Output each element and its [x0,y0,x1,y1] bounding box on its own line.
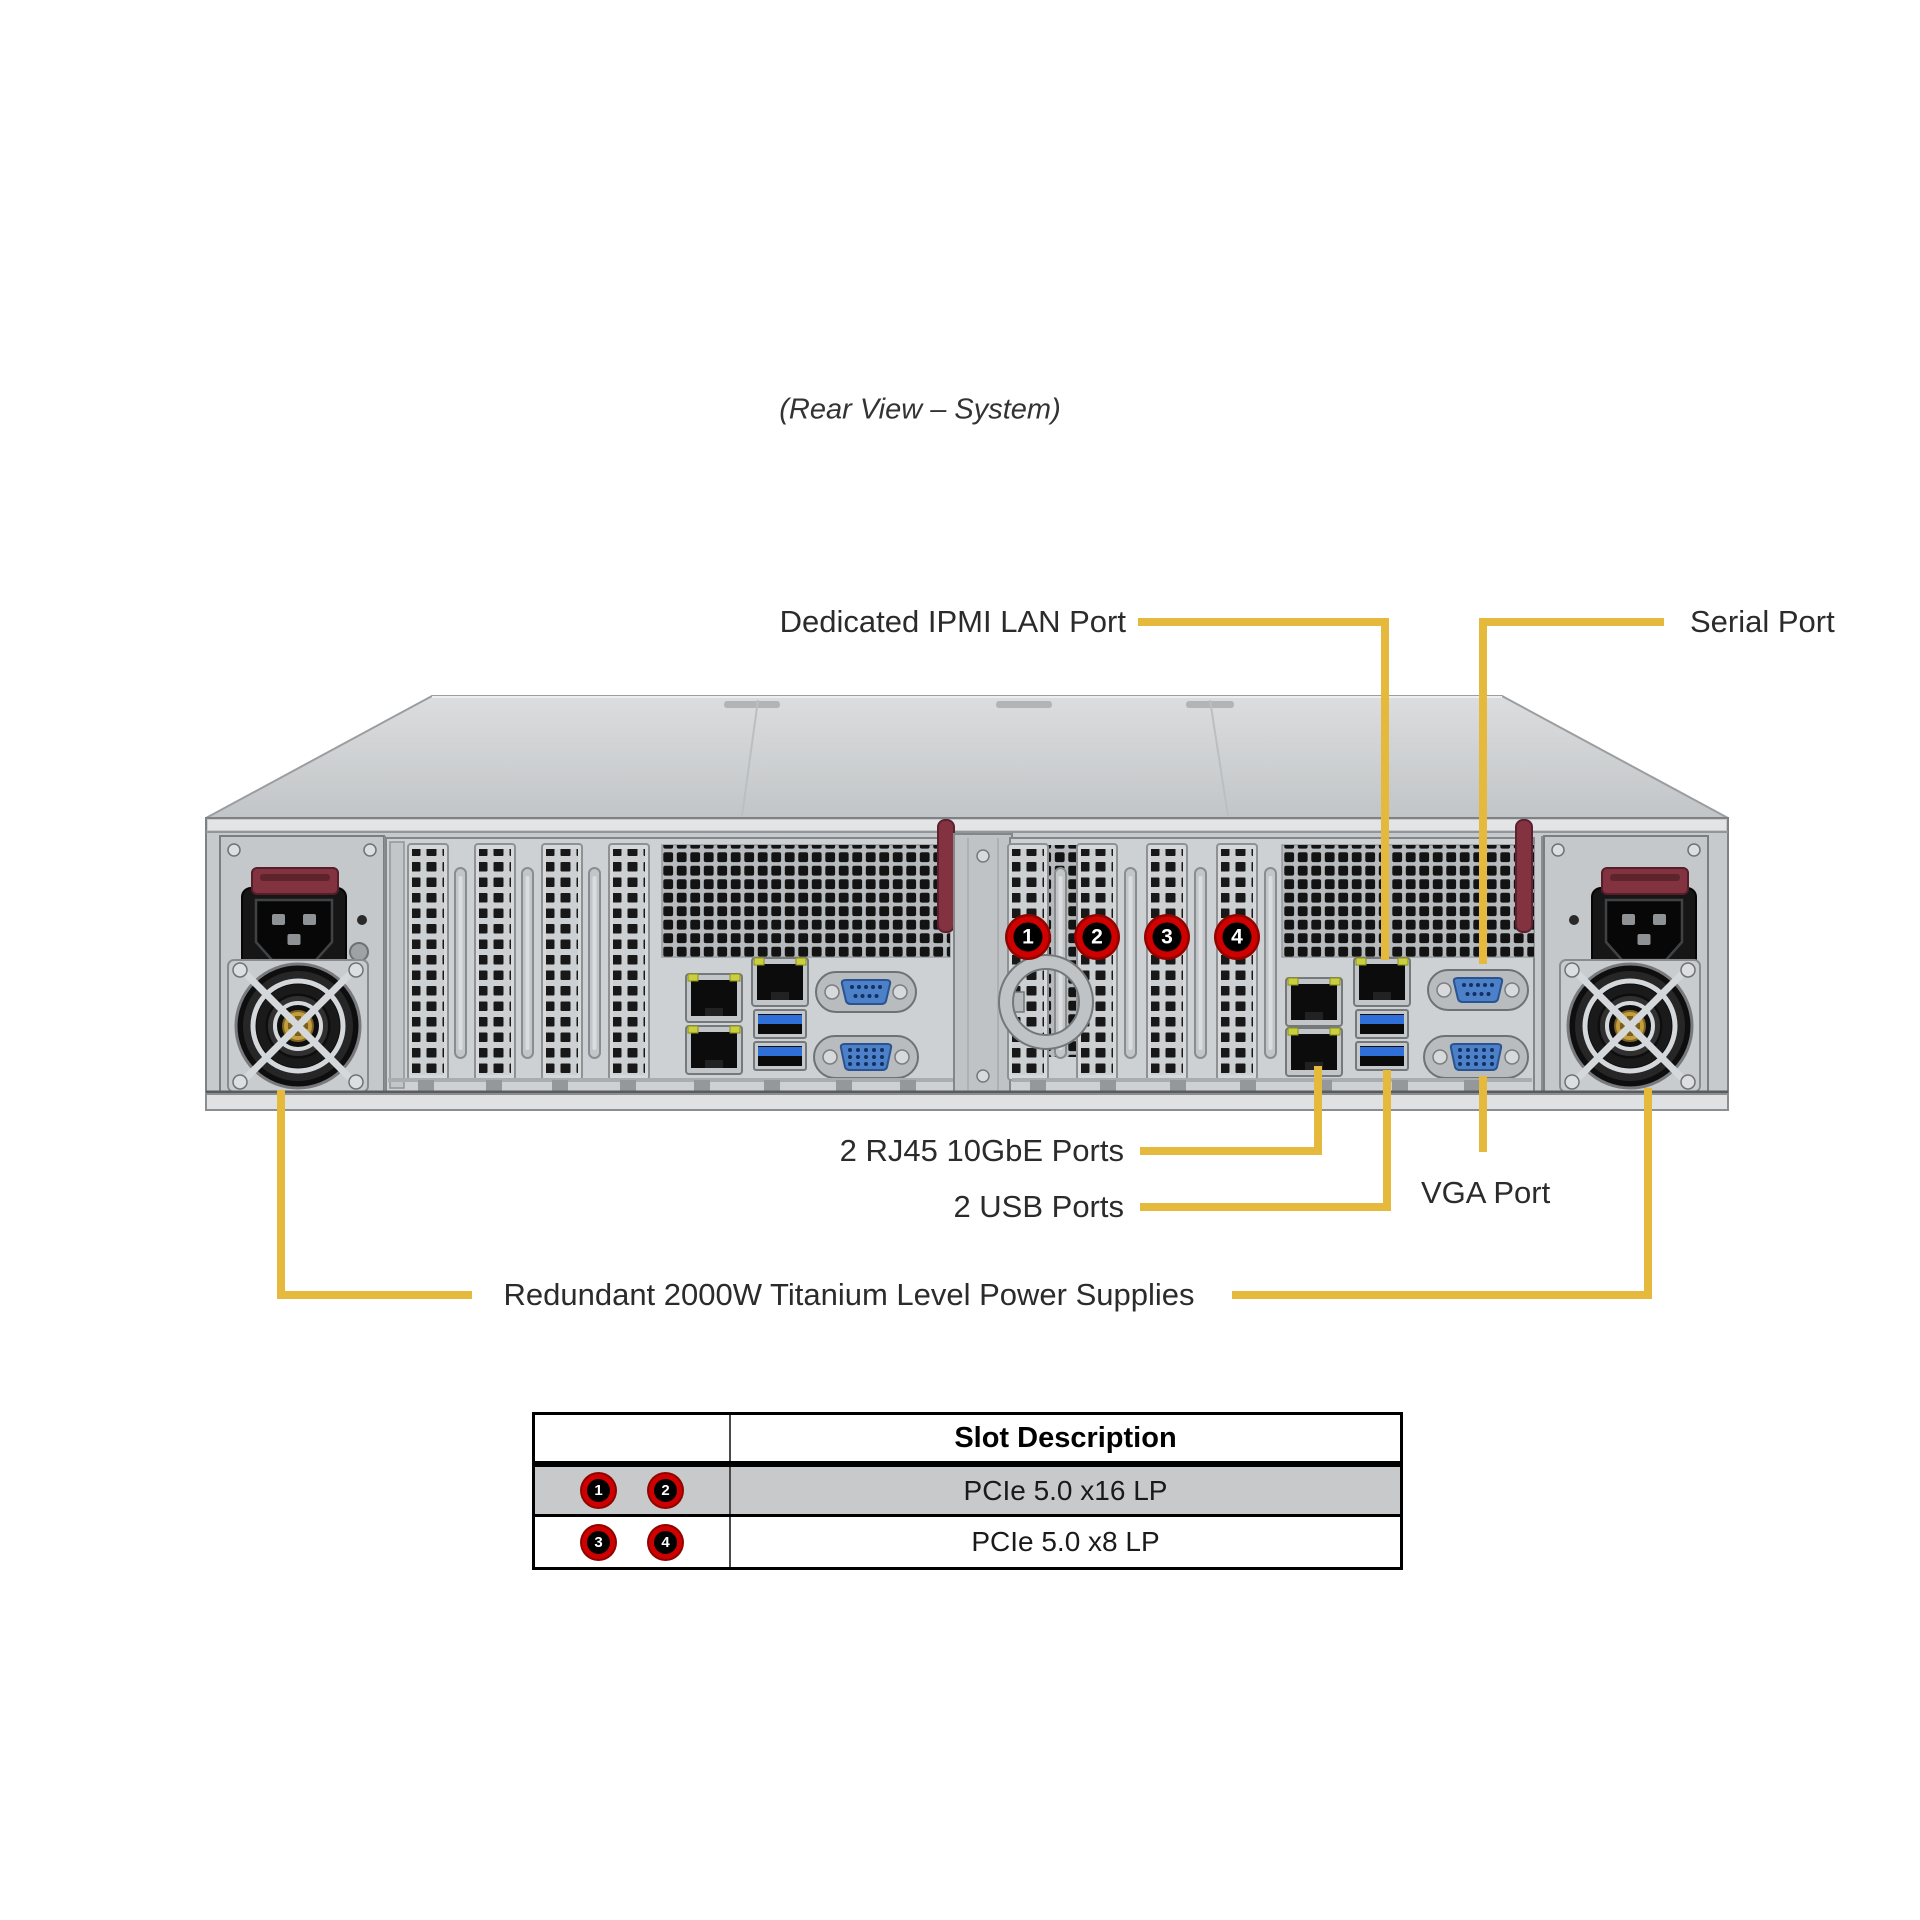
table-row-description-cell: PCIe 5.0 x8 LP [971,1526,1160,1557]
node-left-pcie-cover-2 [474,843,516,1081]
node-right-rj45-port-1 [1285,977,1343,1027]
node-left-usb-port-1 [753,1009,807,1039]
psu-right-fan [1560,960,1700,1092]
leader-psu-left [277,1090,472,1299]
node-right-usb-port-1 [1355,1009,1409,1039]
node-left-pcie-cover-4 [608,843,650,1081]
leader-lines [277,618,1664,1299]
chassis-bottom-rail [205,1090,1729,1111]
node-right-pull-ring [998,954,1094,1050]
table-badge-3: 3 [582,1525,615,1559]
rj45-ports-label: 2 RJ45 10GbE Ports [839,1133,1124,1169]
table-badge-2: 2 [649,1474,682,1507]
table-row: 1 2 PCIe 5.0 x16 LP [535,1467,1400,1517]
table-header-description-cell: Slot Description [954,1421,1177,1454]
node-right-serial-port [1427,969,1529,1011]
leader-psu-right [1232,1088,1652,1299]
leader-rj45 [1140,1066,1322,1155]
psu-left-fan [228,960,368,1092]
leader-ipmi-lan [1138,618,1389,960]
node-right-vent-mesh [1282,845,1534,957]
node-left-usb-port-2 [753,1041,807,1071]
chassis-top-lid [205,695,1729,819]
node-right-pcie-cover-4 [1216,843,1258,1081]
psu-right-retention-clip [1601,867,1689,895]
node-right-pcie-cover-3 [1146,843,1188,1081]
node-left-vent-mesh [662,845,950,957]
node-right-release-lever [1515,819,1533,933]
psu-right-led [1569,915,1579,925]
slot-description-table: Slot Description 1 2 PCIe 5.0 x16 LP 3 4… [532,1412,1403,1570]
node-left [385,819,959,1093]
psu-left-retention-clip [251,867,339,895]
psu-label: Redundant 2000W Titanium Level Power Sup… [503,1277,1195,1313]
leader-serial [1479,618,1664,964]
node-left-serial-port [815,971,917,1013]
table-row-slot-cell: 1 2 [535,1467,731,1514]
psu-left-led [357,915,367,925]
pcie-slot-callout-2: 2 [1076,916,1118,958]
vga-port-label: VGA Port [1421,1175,1551,1211]
node-left-ipmi-lan-port [751,957,809,1007]
psu-right [1543,835,1709,1092]
table-badge-1: 1 [582,1474,615,1507]
node-left-rj45-port-2 [685,1025,743,1075]
leader-usb [1140,1070,1391,1211]
table-row: 3 4 PCIe 5.0 x8 LP [535,1517,1400,1567]
table-row-slot-cell: 3 4 [535,1517,731,1567]
node-right-usb-port-2 [1355,1041,1409,1071]
node-right-ipmi-lan-port [1353,957,1411,1007]
table-badge-4: 4 [649,1525,682,1559]
node-left-pcie-cover-1 [407,843,449,1081]
node-right-pcie-cover-2 [1076,843,1118,1081]
psu-left [219,835,385,1092]
node-right [998,819,1535,1093]
usb-ports-label: 2 USB Ports [953,1189,1124,1225]
node-left-vga-port [813,1035,919,1079]
pcie-slot-callout-3: 3 [1146,916,1188,958]
center-divider [953,833,1013,1097]
figure-title: (Rear View – System) [779,393,1061,426]
ipmi-lan-label: Dedicated IPMI LAN Port [779,604,1126,640]
serial-port-label: Serial Port [1690,604,1835,640]
table-row-description-cell: PCIe 5.0 x16 LP [963,1474,1168,1506]
table-header-slot-cell [535,1415,731,1461]
node-left-rj45-port-1 [685,973,743,1023]
table-header-row: Slot Description [535,1415,1400,1467]
node-left-pcie-cover-3 [541,843,583,1081]
pcie-slot-callout-1: 1 [1007,916,1049,958]
node-right-vga-port [1423,1035,1529,1079]
pcie-slot-callout-4: 4 [1216,916,1258,958]
node-left-release-lever [937,819,955,933]
